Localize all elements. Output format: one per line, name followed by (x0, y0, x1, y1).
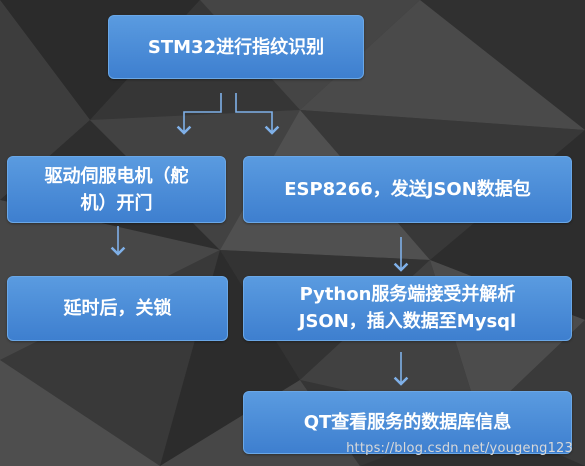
node-python-label-line2: JSON，插入数据至Mysql (298, 310, 517, 332)
node-servo-label-line2: 机）开门 (80, 192, 153, 214)
node-stm32-fingerprint: STM32进行指纹识别 (108, 15, 364, 79)
node-delay-lock: 延时后，关锁 (7, 276, 228, 341)
node-delay-label: 延时后，关锁 (63, 298, 172, 319)
node-esp8266-send-json: ESP8266，发送JSON数据包 (243, 156, 572, 223)
node-servo-open-door: 驱动伺服电机（舵 机）开门 (7, 156, 226, 223)
node-servo-label-line1: 驱动伺服电机（舵 (44, 165, 189, 187)
node-qt-label: QT查看服务的数据库信息 (303, 412, 512, 433)
node-python-label-line1: Python服务端接受并解析 (299, 284, 516, 306)
node-esp-label: ESP8266，发送JSON数据包 (284, 179, 531, 200)
node-stm32-label: STM32进行指纹识别 (147, 36, 325, 58)
watermark-text: https://blog.csdn.net/yougeng123 (346, 441, 573, 456)
node-qt-view-database: QT查看服务的数据库信息 (243, 391, 572, 454)
node-python-server: Python服务端接受并解析 JSON，插入数据至Mysql (243, 276, 572, 341)
